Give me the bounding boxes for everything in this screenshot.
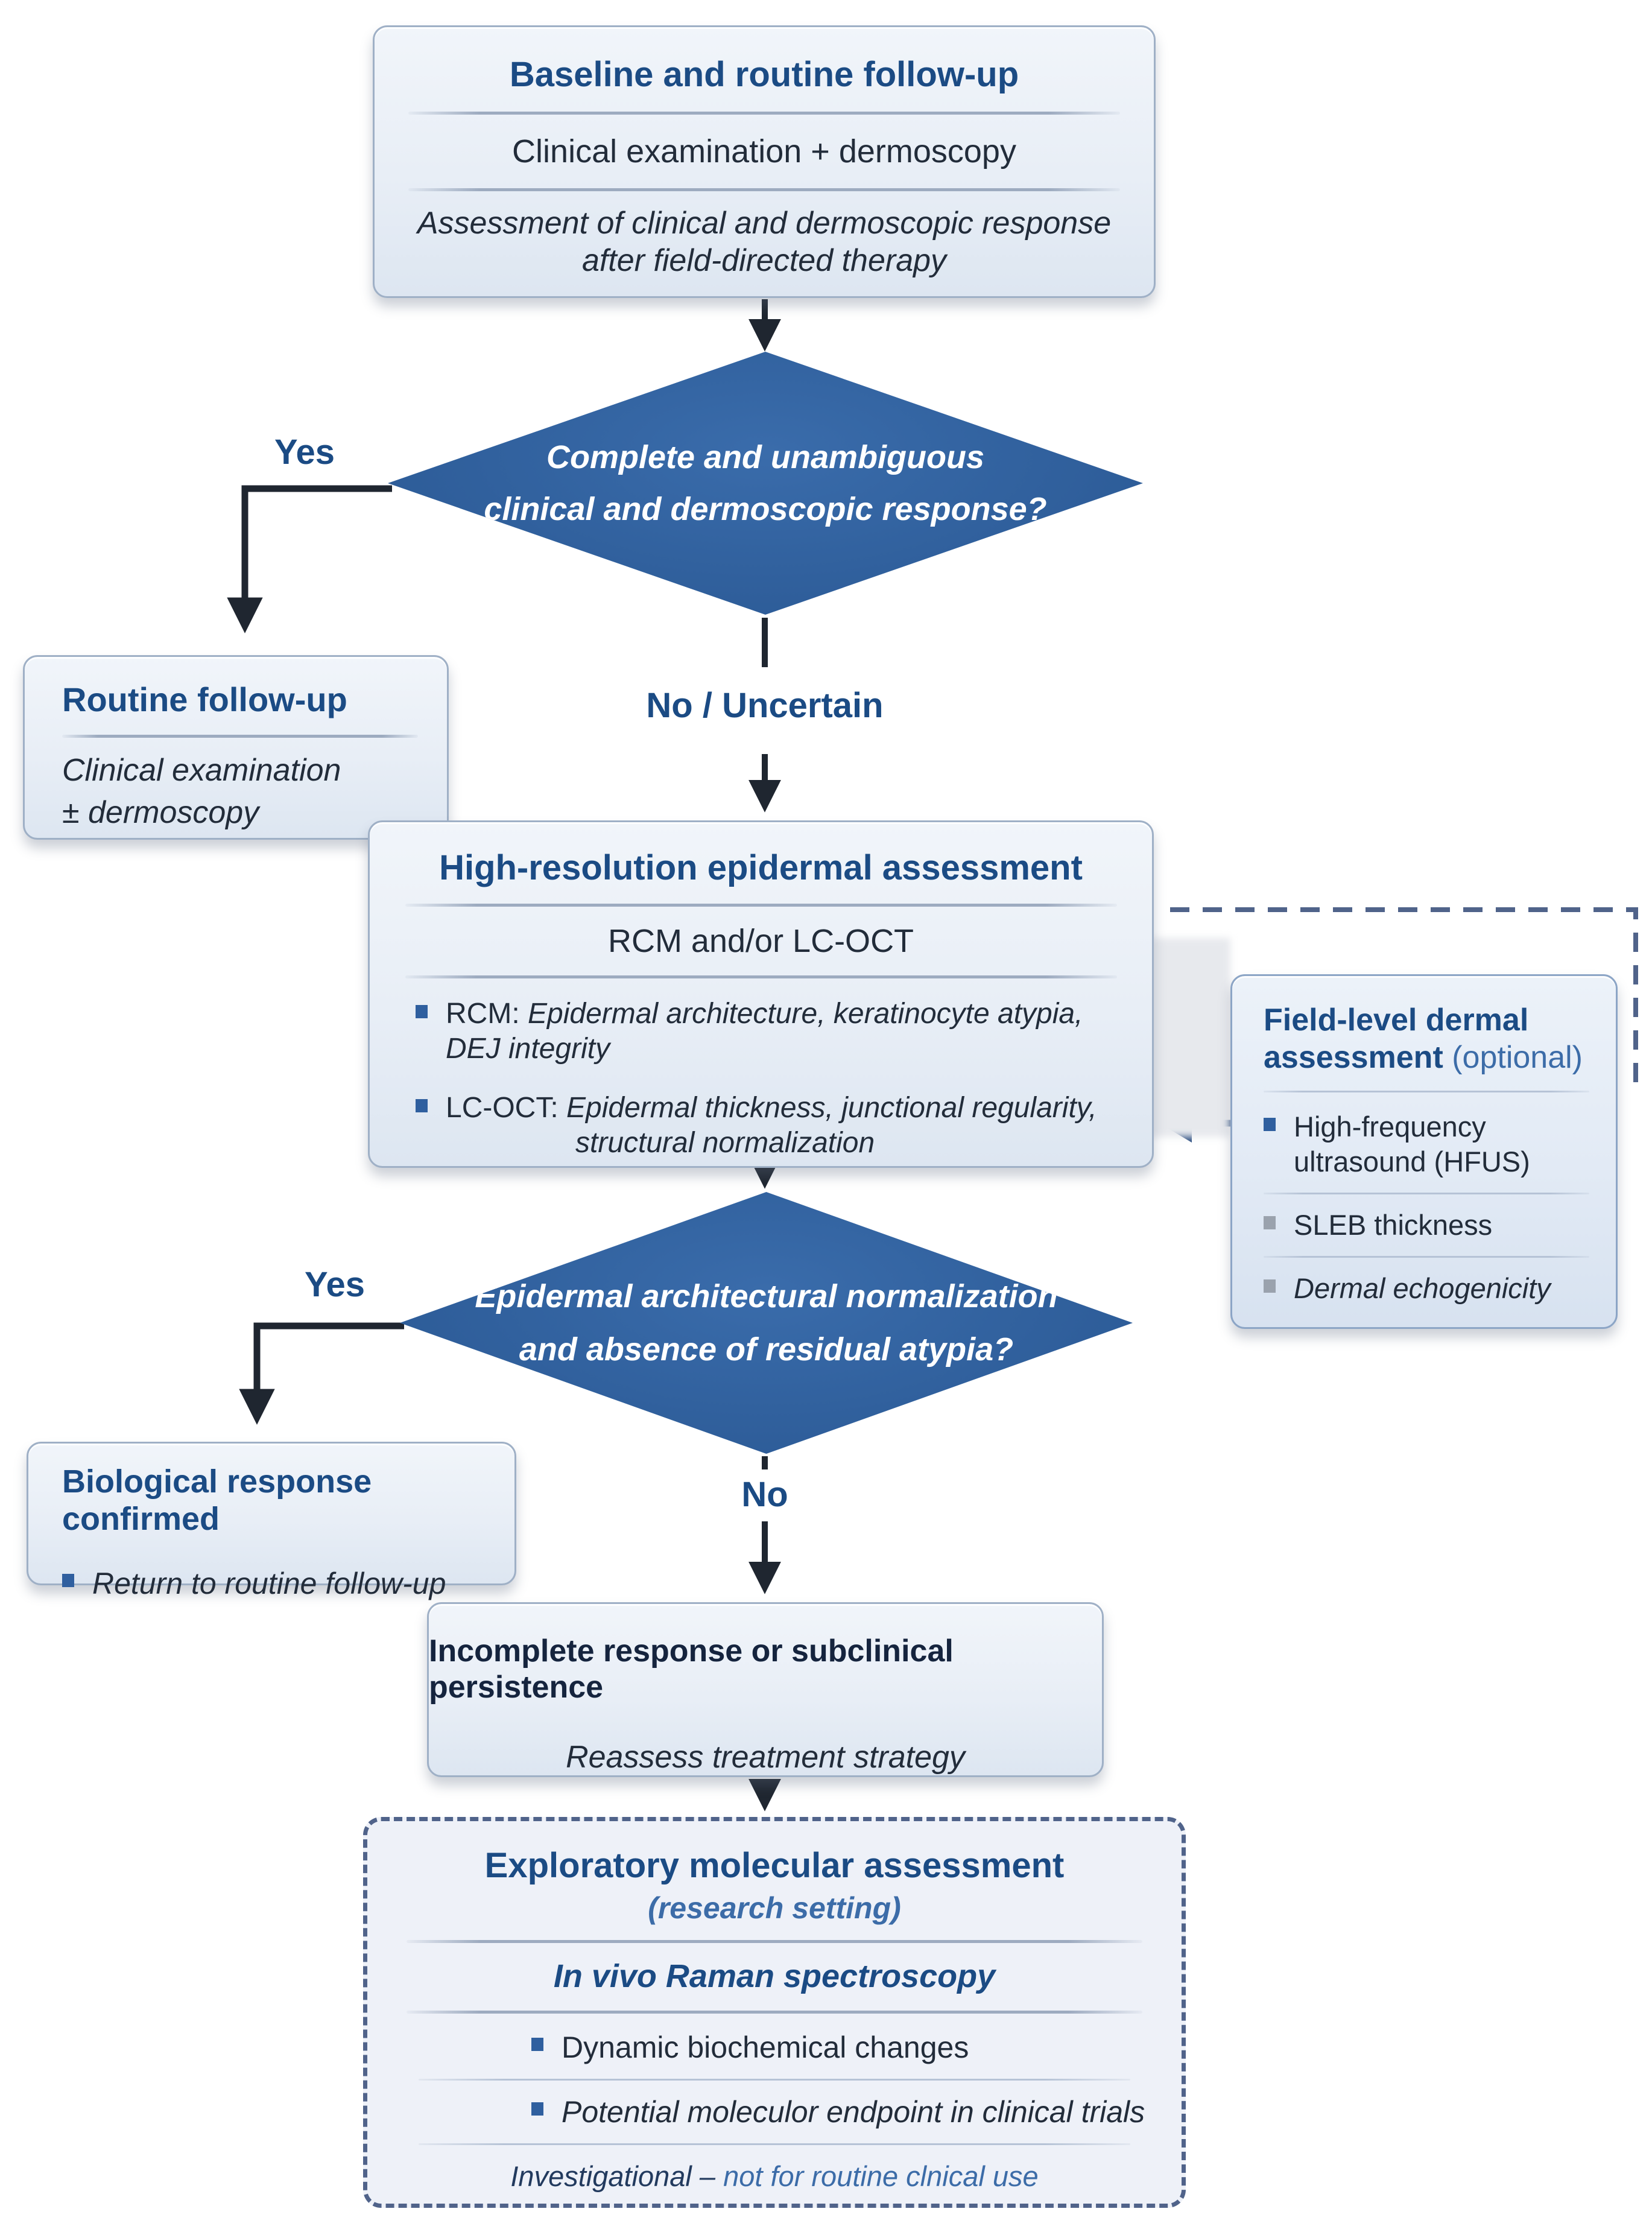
node-routine-line1: Clinical examination	[62, 753, 341, 788]
node-incomplete-response: Incomplete response or subclinical persi…	[427, 1602, 1104, 1777]
fieldlevel-title-line1: Field-level dermal	[1264, 1003, 1529, 1038]
lcoct-label: LC-OCT:	[446, 1092, 559, 1124]
decision1-line1: Complete and unambiguous	[546, 439, 985, 475]
decision1-line2: clinical and dermoscopic response?	[484, 491, 1047, 527]
lcoct-text-line2: structural normalization	[575, 1127, 875, 1159]
list-item: SLEB thickness	[1264, 1208, 1589, 1243]
assessment-text-line2: after field-directed therapy	[581, 243, 947, 278]
divider	[419, 2079, 1130, 2081]
divider	[405, 975, 1117, 978]
lcoct-bullet: LC-OCT: Epidermal thickness, junctional …	[446, 1091, 1097, 1161]
rcm-label: RCM:	[446, 998, 520, 1030]
list-item: Potential moleculor endpoint in clinical…	[367, 2094, 1182, 2130]
fieldlevel-bullet2: SLEB thickness	[1294, 1209, 1493, 1241]
node-routine-followup: Routine follow-up Clinical examination ±…	[23, 655, 449, 840]
node-baseline-title: Baseline and routine follow-up	[509, 55, 1019, 94]
exploratory-footer: Investigational – not for routine clnica…	[510, 2160, 1038, 2193]
node-biological-response: Biological response confirmed Return to …	[27, 1442, 516, 1600]
list-item: Dynamic biochemical changes	[367, 2029, 1182, 2065]
node-exploratory-method: In vivo Raman spectroscopy	[553, 1958, 996, 1994]
fieldlevel-title-line2: assessment	[1264, 1040, 1443, 1075]
fieldlevel-bullet3: Dermal echogenicity	[1294, 1272, 1551, 1304]
divider	[1264, 1091, 1589, 1092]
bullet-square-icon	[1264, 1216, 1276, 1229]
label-no-2: No	[741, 1475, 788, 1514]
list-item: LC-OCT: Epidermal thickness, junctional …	[416, 1091, 1110, 1161]
highres-bullets: RCM: Epidermal architecture, keratinocyt…	[370, 978, 1152, 1161]
decision2-line2: and absence of residual atypia?	[519, 1331, 1014, 1368]
node-highres-assessment: High-resolution epidermal assessment RCM…	[368, 820, 1154, 1168]
assessment-text-line1: Assessment of clinical and dermoscopic r…	[417, 206, 1112, 241]
divider	[408, 188, 1120, 191]
node-baseline-line2: Assessment of clinical and dermoscopic r…	[417, 204, 1111, 279]
label-yes-1: Yes	[274, 433, 335, 472]
label-yes-2: Yes	[305, 1265, 365, 1304]
shadow-artifact	[1149, 938, 1230, 1137]
node-highres-subtitle: RCM and/or LC-OCT	[607, 923, 914, 959]
node-highres-title: High-resolution epidermal assessment	[439, 848, 1083, 887]
divider	[62, 735, 418, 738]
divider	[1264, 1256, 1589, 1258]
node-exploratory-assessment: Exploratory molecular assessment (resear…	[363, 1817, 1186, 2208]
lcoct-text-line1: Epidermal thickness, junctional regulari…	[566, 1092, 1097, 1124]
node-biological-title: Biological response confirmed	[62, 1463, 372, 1537]
bullet-square-icon	[416, 1099, 428, 1112]
bullet-square-icon	[531, 2038, 543, 2051]
node-fieldlevel-assessment: Field-level dermal assessment (optional)…	[1230, 974, 1618, 1329]
label-no-uncertain: No / Uncertain	[646, 686, 884, 725]
divider	[407, 2011, 1142, 2014]
rcm-text: Epidermal architecture, keratinocyte aty…	[446, 998, 1083, 1065]
bullet-square-icon	[531, 2102, 543, 2116]
node-fieldlevel-title: Field-level dermal assessment (optional)	[1264, 1001, 1583, 1076]
rcm-bullet: RCM: Epidermal architecture, keratinocyt…	[446, 997, 1110, 1067]
node-exploratory-title: Exploratory molecular assessment	[484, 1846, 1065, 1885]
fieldlevel-title-suffix: (optional)	[1443, 1040, 1583, 1075]
bullet-square-icon	[1264, 1118, 1276, 1131]
bullet-square-icon	[1264, 1279, 1276, 1293]
bullet-square-icon	[62, 1574, 74, 1587]
list-item: High-frequency ultrasound (HFUS)	[1264, 1109, 1589, 1179]
dashed-connector	[1170, 907, 1638, 1086]
node-baseline: Baseline and routine follow-up Clinical …	[373, 25, 1156, 298]
decision2-line1: Epidermal architectural normalization	[475, 1278, 1058, 1314]
divider	[419, 2143, 1130, 2145]
footer-investigational: Investigational –	[510, 2160, 716, 2192]
list-item: RCM: Epidermal architecture, keratinocyt…	[416, 997, 1110, 1067]
list-item: Return to routine follow-up	[62, 1565, 446, 1602]
biological-bullet: Return to routine follow-up	[92, 1567, 446, 1600]
bullet-square-icon	[416, 1005, 428, 1018]
exploratory-bullet1: Dynamic biochemical changes	[562, 2030, 969, 2064]
divider	[405, 904, 1117, 907]
divider	[1264, 1193, 1589, 1194]
node-incomplete-title: Incomplete response or subclinical persi…	[429, 1634, 954, 1705]
node-exploratory-subtitle: (research setting)	[648, 1891, 901, 1925]
list-item: Dermal echogenicity	[1264, 1271, 1589, 1306]
exploratory-bullet2: Potential moleculor endpoint in clinical…	[562, 2095, 1145, 2129]
node-routine-line2: ± dermoscopy	[62, 795, 259, 830]
node-incomplete-subtitle: Reassess treatment strategy	[566, 1740, 965, 1775]
node-routine-title: Routine follow-up	[62, 680, 347, 718]
node-baseline-line1: Clinical examination + dermoscopy	[512, 133, 1016, 170]
divider	[408, 112, 1120, 115]
elbow-yes-to-biological	[239, 1322, 404, 1425]
footer-not-for-routine: not for routine clnical use	[723, 2160, 1039, 2192]
divider	[407, 1940, 1142, 1943]
fieldlevel-bullet1: High-frequency ultrasound (HFUS)	[1294, 1111, 1530, 1178]
elbow-yes-to-routine	[227, 485, 392, 633]
